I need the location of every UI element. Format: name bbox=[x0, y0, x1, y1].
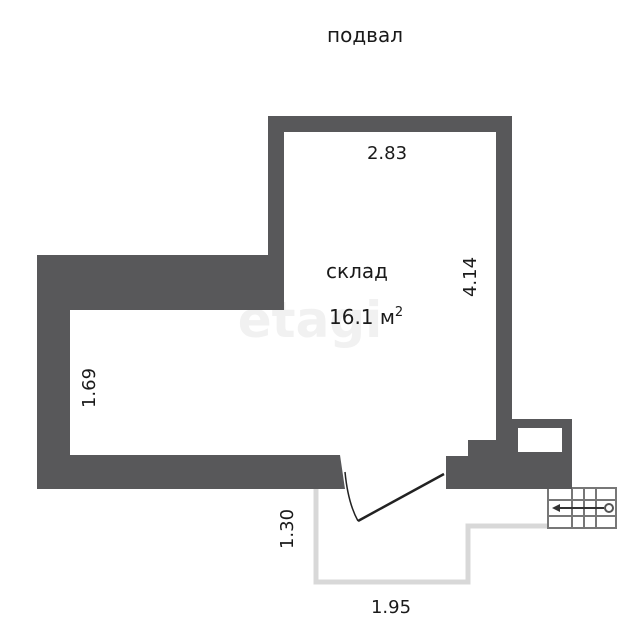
side-closet-walls bbox=[512, 419, 572, 489]
dimension-right-height: 4.14 bbox=[460, 257, 481, 297]
room-area-unit-superscript: 2 bbox=[395, 305, 403, 320]
exterior-walls bbox=[37, 116, 512, 489]
dimension-porch-width: 1.95 bbox=[371, 597, 411, 618]
room-name: склад bbox=[326, 259, 388, 283]
dimension-porch-height: 1.30 bbox=[277, 509, 298, 549]
floor-label: подвал bbox=[327, 23, 403, 47]
room-area: 16.1 м bbox=[329, 305, 395, 329]
stairs-direction-arrow-icon bbox=[552, 504, 604, 512]
dimension-left-height: 1.69 bbox=[79, 368, 100, 408]
door-swing-icon bbox=[344, 471, 445, 523]
dimension-top-width: 2.83 bbox=[367, 143, 407, 164]
